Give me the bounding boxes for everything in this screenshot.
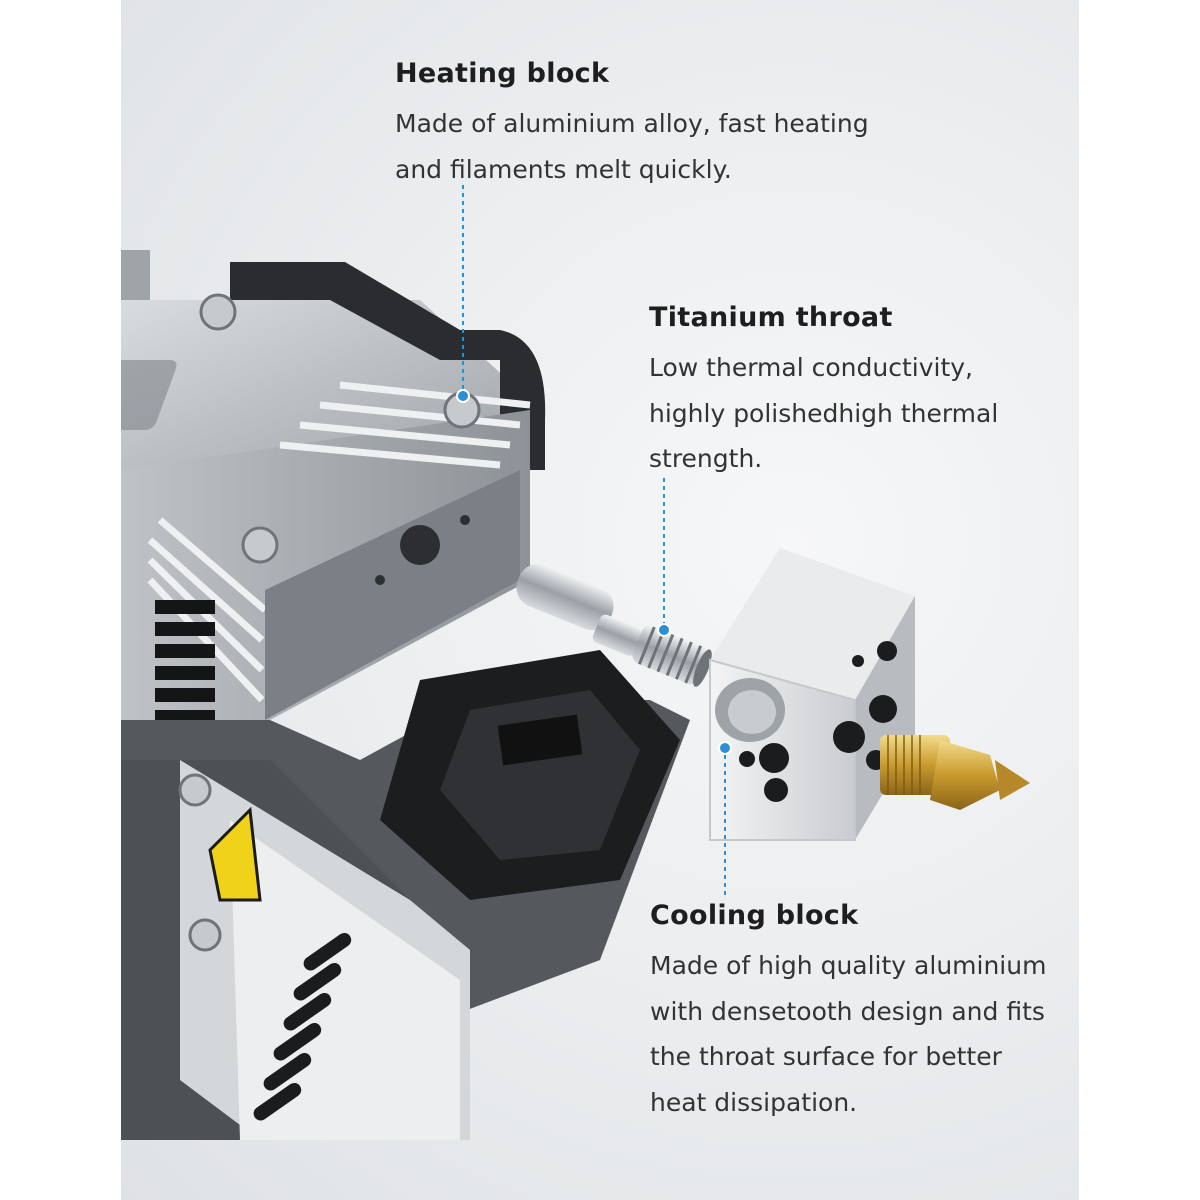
heating-block-title: Heating block xyxy=(395,58,610,89)
titanium-throat-part xyxy=(516,563,712,687)
titanium-throat-description: Low thermal conductivity, highly polishe… xyxy=(649,345,998,482)
titanium-throat-line: strength. xyxy=(649,444,763,473)
extruder-body xyxy=(121,250,690,1140)
cooling-block-description: Made of high quality aluminium with dens… xyxy=(650,943,1046,1125)
product-photo xyxy=(121,0,1079,1200)
titanium-throat-line: Low thermal conductivity, xyxy=(649,353,973,382)
callout-titanium-throat: Titanium throat Low thermal conductivity… xyxy=(649,302,998,482)
leader-dots xyxy=(456,389,732,755)
cooling-block-line: Made of high quality aluminium xyxy=(650,951,1047,980)
cooling-block-title: Cooling block xyxy=(650,900,859,931)
brass-nozzle-part xyxy=(880,735,1030,810)
leader-lines xyxy=(462,185,726,895)
callout-heating-block: Heating block Made of aluminium alloy, f… xyxy=(395,58,869,192)
heating-block-description: Made of aluminium alloy, fast heating an… xyxy=(395,101,869,192)
cooling-block-line: the throat surface for better xyxy=(650,1042,1002,1071)
heating-block-line: and filaments melt quickly. xyxy=(395,154,732,184)
callout-cooling-block: Cooling block Made of high quality alumi… xyxy=(650,900,1046,1125)
cooling-block-line: heat dissipation. xyxy=(650,1087,858,1117)
heater-block-part xyxy=(709,548,915,841)
heating-block-line: Made of aluminium alloy, fast heating xyxy=(395,109,869,138)
titanium-throat-line: highly polishedhigh thermal xyxy=(649,398,999,428)
hotend-illustration xyxy=(121,185,1030,1140)
titanium-throat-title: Titanium throat xyxy=(649,302,893,333)
cooling-block-line: with densetooth design and fits xyxy=(650,996,1045,1026)
